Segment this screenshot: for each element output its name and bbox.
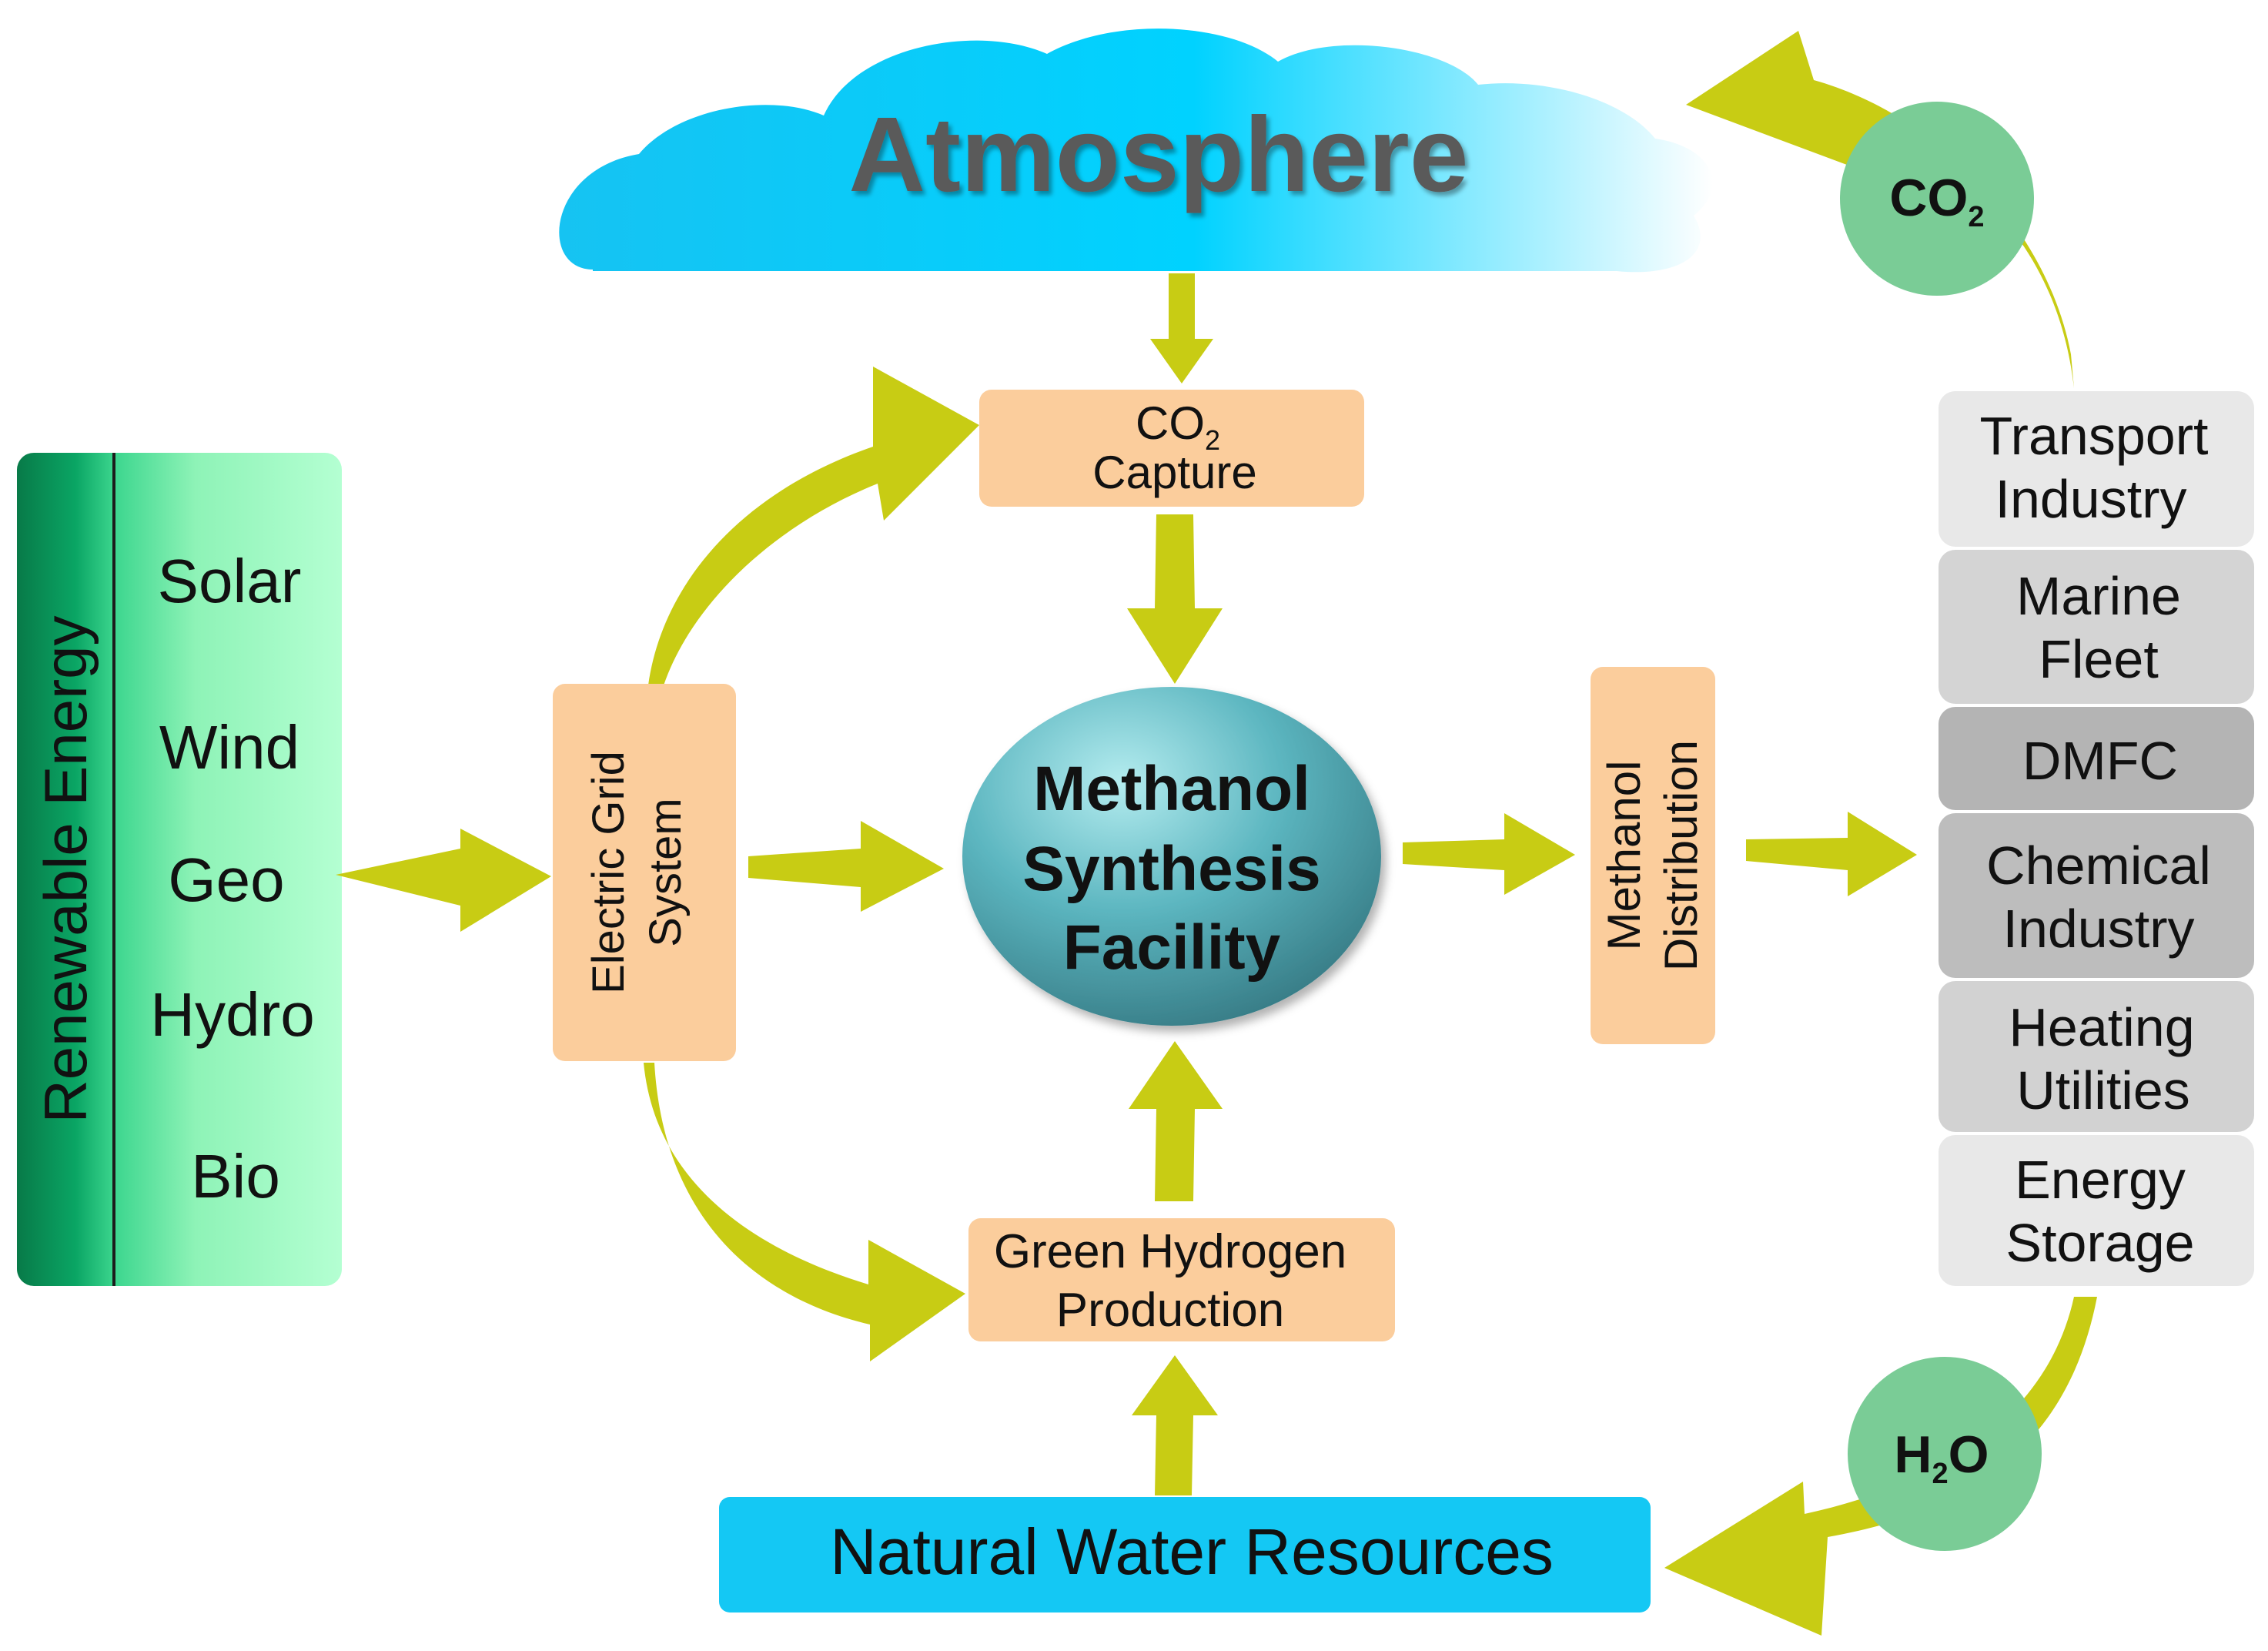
- methanol-facility-line3: Facility: [1063, 913, 1281, 983]
- arrow-renewable-to-grid: [336, 829, 551, 932]
- consumer-chemical-line1: Chemical: [1986, 836, 2211, 896]
- atmosphere-cloud-shape: [559, 28, 1713, 273]
- methanol-distribution-line2: Distribution: [1655, 740, 1707, 971]
- consumer-chemical-industry: Chemical Industry: [1939, 813, 2254, 978]
- arrow-consumers-to-water-curve: [1664, 1297, 2097, 1636]
- consumer-energy-storage: Energy Storage: [1939, 1135, 2254, 1286]
- consumer-heating-utilities: Heating Utilities: [1939, 981, 2254, 1132]
- green-hydrogen-rect: [968, 1218, 1395, 1341]
- h2o-bubble-label: H2O: [1894, 1425, 1989, 1490]
- electric-grid-line1: Electric Grid: [584, 751, 634, 994]
- consumer-heating-rect: [1939, 981, 2254, 1132]
- renewable-item-bio: Bio: [191, 1142, 280, 1211]
- electric-grid-rect: [553, 684, 736, 1061]
- co2-bubble: CO2: [1840, 102, 2034, 296]
- co2-capture-rect: [979, 390, 1364, 507]
- co2-capture-line2: Capture: [1092, 447, 1256, 498]
- renewable-item-solar: Solar: [158, 547, 302, 615]
- renewable-energy-title: Renewable Energy: [32, 615, 99, 1123]
- co2-bubble-label: CO2: [1889, 169, 1984, 233]
- arrow-methanol-to-distribution: [1403, 813, 1575, 895]
- arrow-water-to-hydrogen: [1132, 1355, 1218, 1495]
- consumer-heating-line2: Utilities: [2016, 1060, 2190, 1120]
- h2o-bubble-circle: [1848, 1357, 2042, 1551]
- consumers-stack: Transport Industry Marine Fleet DMFC Che…: [1939, 391, 2254, 1286]
- consumer-marine-line1: Marine: [2016, 566, 2181, 626]
- methanol-facility-line2: Synthesis: [1022, 834, 1320, 904]
- consumer-chemical-line2: Industry: [2003, 899, 2195, 959]
- consumer-dmfc: DMFC: [1939, 707, 2254, 810]
- arrow-consumers-to-atmosphere-curve: [1686, 31, 2074, 388]
- green-hydrogen-line2: Production: [1056, 1284, 1284, 1337]
- co2-capture-line1: CO2: [1136, 397, 1220, 456]
- consumer-energy-line1: Energy: [2015, 1150, 2186, 1210]
- arrow-atmosphere-to-capture: [1150, 273, 1213, 383]
- consumer-transport-rect: [1939, 391, 2254, 547]
- co2-capture-sub: 2: [1205, 424, 1220, 456]
- natural-water-resources: Natural Water Resources: [719, 1497, 1651, 1612]
- h2o-bubble: H2O: [1848, 1357, 2042, 1551]
- arrow-capture-to-methanol: [1127, 514, 1223, 684]
- methanol-ellipse: [962, 687, 1381, 1026]
- water-label: Natural Water Resources: [830, 1515, 1554, 1588]
- arrow-distribution-to-consumers: [1746, 812, 1917, 896]
- arrow-grid-to-methanol: [748, 821, 944, 912]
- consumer-marine-line2: Fleet: [2039, 629, 2159, 689]
- green-hydrogen-line1: Green Hydrogen: [994, 1225, 1346, 1278]
- consumer-transport-line1: Transport: [1980, 406, 2209, 466]
- renewable-item-hydro: Hydro: [150, 980, 314, 1049]
- renewable-item-geo: Geo: [168, 846, 284, 914]
- arrow-grid-to-hydrogen-curve: [644, 1063, 965, 1361]
- co2-bubble-sub: 2: [1968, 201, 1984, 233]
- consumer-heating-line1: Heating: [2009, 997, 2194, 1057]
- methanol-distribution-rect: [1591, 667, 1715, 1044]
- renewable-energy-box: [17, 453, 342, 1286]
- consumer-dmfc-rect: [1939, 707, 2254, 810]
- h2o-bubble-h: H: [1894, 1425, 1932, 1484]
- water-rect: [719, 1497, 1651, 1612]
- arrow-grid-to-capture-curve: [648, 367, 979, 685]
- consumer-transport-line2: Industry: [1995, 469, 2187, 529]
- renewable-item-wind: Wind: [159, 713, 299, 782]
- co2-bubble-circle: [1840, 102, 2034, 296]
- consumer-marine-fleet: Marine Fleet: [1939, 550, 2254, 704]
- consumer-marine-rect: [1939, 550, 2254, 704]
- h2o-bubble-o: O: [1949, 1425, 1989, 1484]
- methanol-synthesis-facility: Methanol Synthesis Facility: [962, 687, 1381, 1026]
- co2-capture-co: CO: [1136, 397, 1205, 449]
- electric-grid-line2: System: [641, 798, 691, 946]
- consumer-chemical-rect: [1939, 813, 2254, 978]
- arrows: [336, 31, 2097, 1636]
- co2-capture-box: CO2 Capture: [979, 390, 1364, 507]
- consumer-dmfc-line1: DMFC: [2022, 731, 2178, 791]
- methanol-facility-line1: Methanol: [1033, 754, 1310, 824]
- arrow-hydrogen-to-methanol: [1129, 1041, 1223, 1201]
- h2o-bubble-sub: 2: [1932, 1458, 1949, 1490]
- green-hydrogen-box: Green Hydrogen Production: [968, 1218, 1395, 1341]
- atmosphere-label: Atmosphere: [848, 95, 1468, 214]
- methanol-distribution-line1: Methanol: [1598, 761, 1650, 951]
- methanol-distribution-box: Methanol Distribution: [1591, 667, 1715, 1044]
- atmosphere-cloud: Atmosphere: [559, 28, 1713, 273]
- consumer-energy-rect: [1939, 1135, 2254, 1286]
- electric-grid-box: Electric Grid System: [553, 684, 736, 1061]
- consumer-transport-industry: Transport Industry: [1939, 391, 2254, 547]
- renewable-energy-panel: Renewable Energy Solar Wind Geo Hydro Bi…: [17, 453, 342, 1286]
- consumer-energy-line2: Storage: [2005, 1213, 2194, 1273]
- co2-bubble-base: CO: [1889, 169, 1968, 227]
